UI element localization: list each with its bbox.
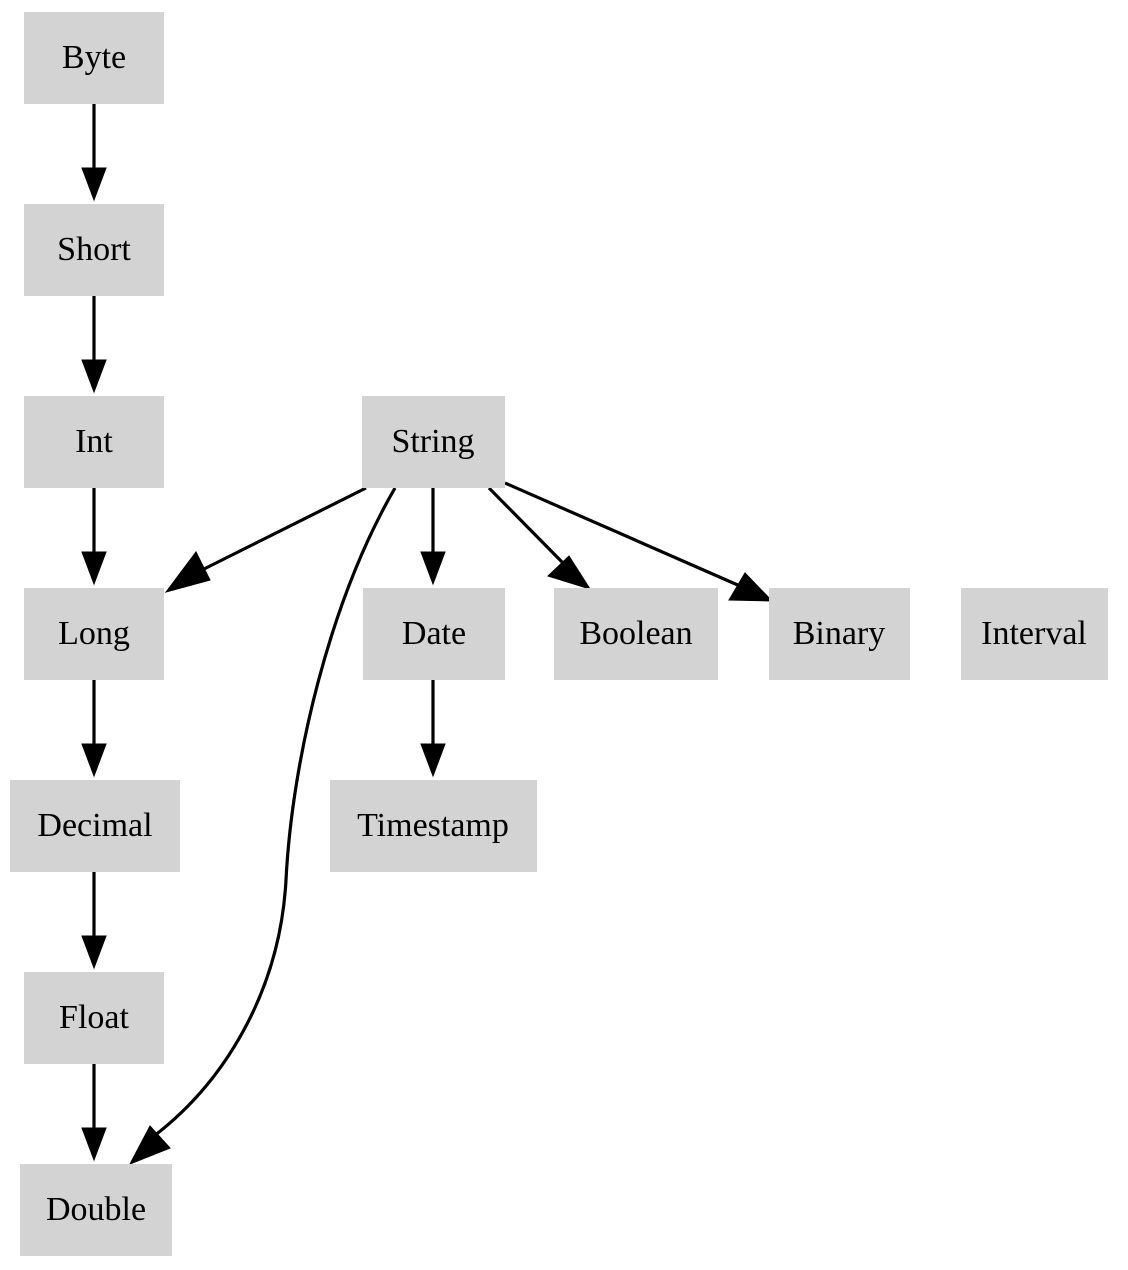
node-timestamp-label: Timestamp xyxy=(357,807,509,844)
node-boolean[interactable]: Boolean xyxy=(554,588,718,680)
node-date-label: Date xyxy=(402,615,466,652)
edge-string-to-binary xyxy=(504,481,774,602)
node-int[interactable]: Int xyxy=(24,396,164,488)
edge-string-to-date xyxy=(420,488,446,586)
node-byte-label: Byte xyxy=(62,39,126,76)
node-short[interactable]: Short xyxy=(24,204,164,296)
node-boolean-label: Boolean xyxy=(579,615,692,652)
node-long-box[interactable] xyxy=(24,588,164,680)
edge-byte-to-short xyxy=(81,104,107,202)
node-date[interactable]: Date xyxy=(363,588,505,680)
edge-decimal-to-float xyxy=(81,872,107,970)
node-short-box[interactable] xyxy=(24,204,164,296)
edge-string-to-boolean xyxy=(487,486,592,590)
node-double-box[interactable] xyxy=(20,1164,172,1256)
node-string[interactable]: String xyxy=(362,396,505,488)
node-string-label: String xyxy=(391,423,474,460)
edge-string-to-double xyxy=(128,487,397,1165)
node-boolean-box[interactable] xyxy=(554,588,718,680)
node-float-label: Float xyxy=(59,999,129,1036)
node-double-label: Double xyxy=(46,1191,146,1228)
edge-short-to-int xyxy=(81,296,107,394)
node-binary-box[interactable] xyxy=(769,588,910,680)
node-decimal-label: Decimal xyxy=(37,807,152,844)
node-byte-box[interactable] xyxy=(24,12,164,104)
edge-date-to-timestamp xyxy=(420,680,446,778)
nodes-layer: Byte Short Int Long Decimal Float xyxy=(10,12,1108,1256)
edge-int-to-long xyxy=(81,488,107,586)
edges-layer xyxy=(81,104,774,1165)
edge-long-to-decimal xyxy=(81,680,107,778)
node-long-label: Long xyxy=(58,615,130,652)
node-binary[interactable]: Binary xyxy=(769,588,910,680)
node-interval[interactable]: Interval xyxy=(961,588,1108,680)
node-binary-label: Binary xyxy=(793,615,886,652)
node-decimal[interactable]: Decimal xyxy=(10,780,180,872)
node-interval-label: Interval xyxy=(981,615,1087,652)
node-double[interactable]: Double xyxy=(20,1164,172,1256)
node-decimal-box[interactable] xyxy=(10,780,180,872)
node-timestamp-box[interactable] xyxy=(330,780,537,872)
node-int-box[interactable] xyxy=(24,396,164,488)
node-float-box[interactable] xyxy=(24,972,164,1064)
node-int-label: Int xyxy=(75,423,113,460)
node-timestamp[interactable]: Timestamp xyxy=(330,780,537,872)
node-string-box[interactable] xyxy=(362,396,505,488)
node-long[interactable]: Long xyxy=(24,588,164,680)
edge-string-to-long xyxy=(164,486,367,593)
node-interval-box[interactable] xyxy=(961,588,1108,680)
node-date-box[interactable] xyxy=(363,588,505,680)
node-byte[interactable]: Byte xyxy=(24,12,164,104)
node-float[interactable]: Float xyxy=(24,972,164,1064)
edge-float-to-double xyxy=(81,1064,107,1162)
node-short-label: Short xyxy=(57,231,131,268)
